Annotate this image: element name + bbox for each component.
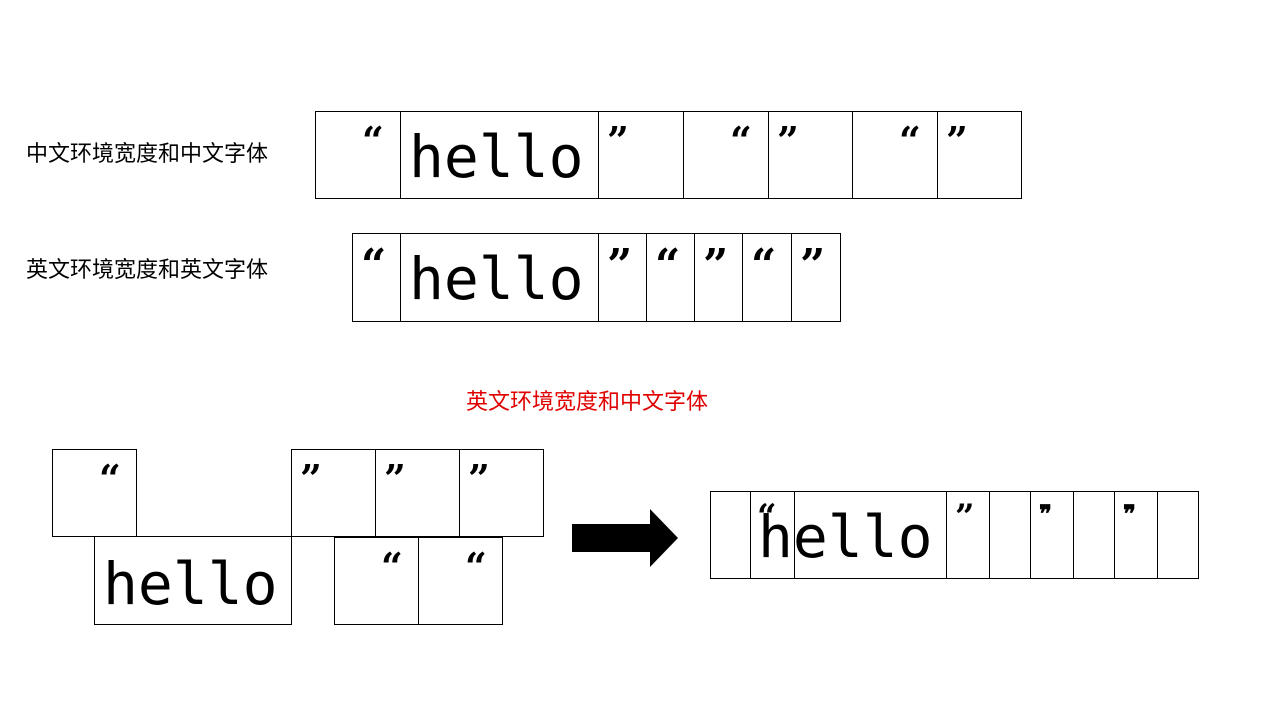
close-quote-glyph: ”: [300, 456, 322, 501]
close-quote-glyph: ”: [607, 118, 629, 163]
cell-open-quote: “: [352, 233, 401, 322]
cell-close-quote: ”: [291, 449, 376, 537]
close-quote-glyph: ”: [468, 456, 490, 501]
cell-open-quote: “: [315, 111, 401, 199]
cell-close-quote: ”: [937, 111, 1022, 199]
cell-hello: hello: [94, 536, 292, 625]
cell-open-quote: “: [52, 449, 137, 537]
hello-text: hello: [409, 123, 584, 191]
cell-close-quote: ”: [791, 233, 841, 322]
cell-empty: [710, 491, 751, 579]
open-quote-glyph: “: [751, 240, 777, 291]
hello-text: hello: [758, 503, 933, 571]
hello-text: hello: [103, 550, 278, 618]
right-arrow-icon: [572, 509, 678, 567]
open-quote-glyph: “: [362, 118, 384, 163]
cell-garbled-quote: ❞: [1114, 491, 1158, 579]
cell-close-quote: ”: [694, 233, 743, 322]
row-label-en-env-en-font: 英文环境宽度和英文字体: [26, 258, 269, 283]
cell-open-quote: “: [742, 233, 792, 322]
cell-close-quote: ”: [598, 111, 684, 199]
cell-hello: hello: [400, 111, 599, 199]
garbled-quote-glyph: ❞: [1039, 499, 1052, 528]
garbled-quote-glyph: ❞: [1123, 499, 1136, 528]
cell-open-quote: “: [334, 537, 419, 625]
open-quote-glyph: “: [361, 240, 387, 291]
cell-empty: [1157, 491, 1199, 579]
open-quote-glyph: “: [381, 544, 403, 589]
row-label-cn-env-cn-font: 中文环境宽度和中文字体: [26, 142, 269, 167]
cell-open-quote: “: [750, 491, 795, 579]
cell-open-quote: “: [646, 233, 695, 322]
caption-en-env-cn-font: 英文环境宽度和中文字体: [466, 390, 709, 415]
open-quote-glyph: “: [730, 118, 752, 163]
close-quote-glyph: ”: [384, 456, 406, 501]
cell-empty: [1073, 491, 1115, 579]
cell-open-quote: “: [683, 111, 769, 199]
cell-close-quote: ”: [768, 111, 854, 199]
cell-close-quote: ”: [375, 449, 460, 537]
cell-open-quote: “: [852, 111, 938, 199]
open-quote-glyph: “: [465, 544, 487, 589]
cell-empty: [989, 491, 1031, 579]
cell-open-quote: “: [418, 537, 503, 625]
close-quote-glyph: ”: [946, 118, 968, 163]
cell-close-quote: ”: [946, 491, 990, 579]
hello-text: hello: [409, 245, 584, 313]
close-quote-glyph: ”: [777, 118, 799, 163]
cell-hello: hello: [400, 233, 599, 322]
close-quote-glyph: ”: [607, 240, 633, 291]
close-quote-glyph: ”: [800, 240, 826, 291]
cell-garbled-quote: ❞: [1030, 491, 1074, 579]
open-quote-glyph: “: [757, 497, 777, 537]
open-quote-glyph: “: [899, 118, 921, 163]
open-quote-glyph: “: [655, 240, 681, 291]
cell-close-quote: ”: [598, 233, 647, 322]
close-quote-glyph: ”: [703, 240, 729, 291]
cell-close-quote: ”: [459, 449, 544, 537]
cell-hello: hello: [758, 491, 947, 579]
close-quote-glyph: ”: [955, 497, 975, 537]
open-quote-glyph: “: [99, 456, 121, 501]
